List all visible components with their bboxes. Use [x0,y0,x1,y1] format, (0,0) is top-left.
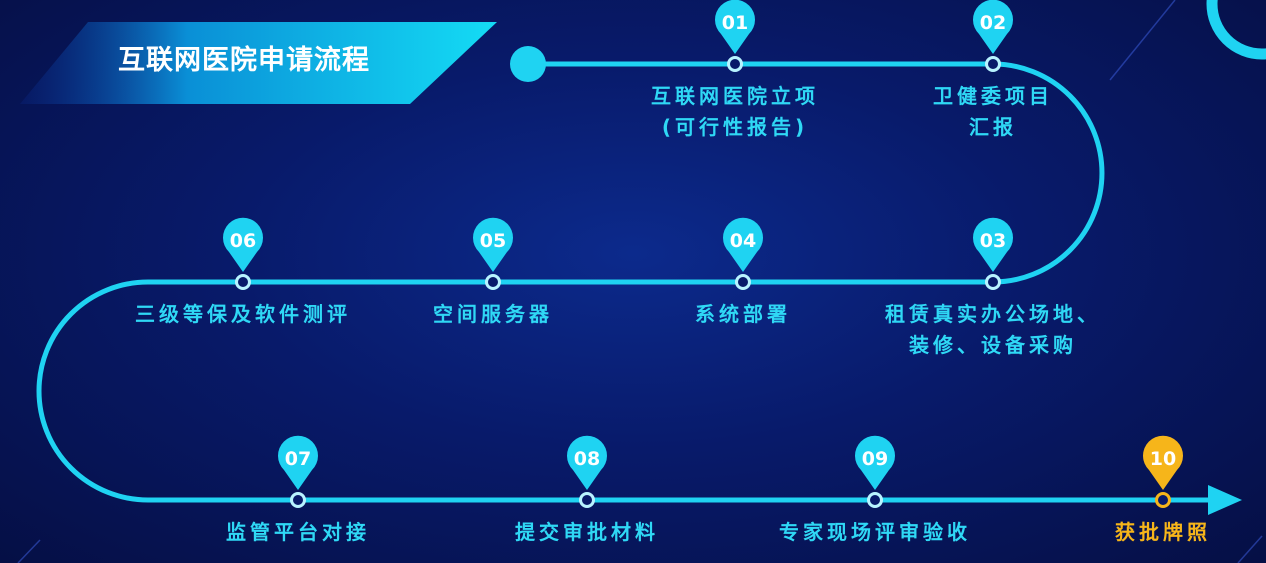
step-01-label: 互联网医院立项 (可行性报告) [651,84,819,139]
step-02-label: 卫健委项目 汇报 [933,84,1053,139]
step-05-number: 05 [480,230,506,252]
step-10-pin [1143,435,1183,490]
step-02-number: 02 [980,12,1006,34]
step-01-number: 01 [722,12,748,34]
step-06-marker: 06 [223,217,264,290]
step-05-label: 空间服务器 [433,302,553,326]
step-03-marker: 03 [973,217,1014,290]
step-08-pin [567,435,607,490]
step-07-number: 07 [285,448,311,470]
step-03-number: 03 [980,230,1006,252]
step-07-label: 监管平台对接 [226,520,370,544]
step-02-node [985,56,1001,72]
step-08-label: 提交审批材料 [515,520,659,544]
step-10-node [1155,492,1171,508]
step-09-label: 专家现场评审验收 [779,520,971,544]
step-05-node [485,274,501,290]
decor-line-top-right [1109,0,1176,81]
step-03-node [985,274,1001,290]
step-08-marker: 08 [567,435,607,508]
step-01-pin [715,0,755,54]
step-07-marker: 07 [278,435,318,508]
step-03-label: 租赁真实办公场地、 装修、设备采购 [885,302,1101,357]
step-06-pin [223,217,264,272]
step-04-pin [723,217,763,272]
step-01-node [727,56,743,72]
step-09-node [867,492,883,508]
decor-line-bottom-left [17,539,41,563]
step-08-number: 08 [574,448,600,470]
step-10-label: 获批牌照 [1115,520,1211,544]
title-banner [20,22,497,104]
decor-ring [1206,0,1266,60]
step-06-label: 三级等保及软件测评 [135,302,351,326]
step-10-number: 10 [1150,448,1176,470]
step-02-pin [973,0,1013,54]
step-04-number: 04 [730,230,756,252]
step-04-node [735,274,751,290]
process-path [36,61,1215,503]
step-06-number: 06 [230,230,256,252]
step-08-node [579,492,595,508]
path-start-dot [510,46,546,82]
step-09-marker: 09 [854,435,895,508]
page-title: 互联网医院申请流程 [118,45,370,76]
path-end-arrow [1208,485,1242,515]
step-09-pin [854,435,895,490]
step-01-marker: 01 [715,0,755,72]
step-06-node [235,274,251,290]
step-04-marker: 04 [723,217,763,290]
step-09-number: 09 [862,448,888,470]
step-04-label: 系统部署 [695,302,791,326]
step-05-pin [473,217,514,272]
step-07-pin [278,435,318,490]
step-05-marker: 05 [473,217,514,290]
step-07-node [290,492,306,508]
step-10-marker: 10 [1143,435,1183,508]
step-03-pin [973,217,1014,272]
decor-line-bottom-right [1237,535,1263,563]
step-02-marker: 02 [973,0,1013,72]
